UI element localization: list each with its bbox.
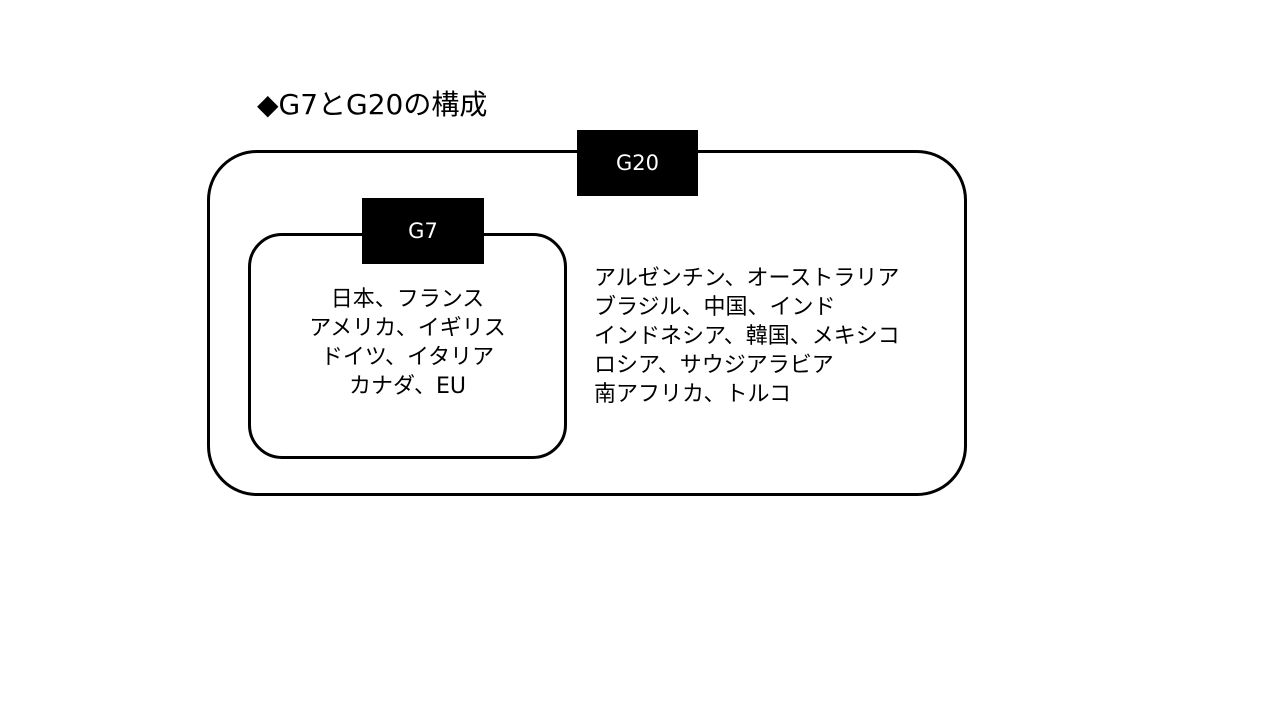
g20-member-line: ブラジル、中国、インド bbox=[594, 295, 836, 320]
g7-member-line: 日本、フランス bbox=[330, 287, 485, 312]
g7-member-line: カナダ、EU bbox=[349, 374, 466, 399]
g7-member-list: 日本、フランス アメリカ、イギリス ドイツ、イタリア カナダ、EU bbox=[250, 285, 565, 401]
g20-member-list: アルゼンチン、オーストラリア ブラジル、中国、インド インドネシア、韓国、メキシ… bbox=[594, 264, 954, 409]
g20-member-line: アルゼンチン、オーストラリア bbox=[594, 266, 900, 291]
g20-label: G20 bbox=[577, 130, 698, 196]
slide-title: ◆G7とG20の構成 bbox=[257, 88, 488, 121]
g20-member-line: インドネシア、韓国、メキシコ bbox=[594, 324, 900, 349]
g20-member-line: ロシア、サウジアラビア bbox=[594, 353, 834, 378]
g7-member-line: ドイツ、イタリア bbox=[320, 345, 495, 370]
g7-member-line: アメリカ、イギリス bbox=[309, 316, 506, 341]
g7-label: G7 bbox=[362, 198, 484, 264]
g20-member-line: 南アフリカ、トルコ bbox=[594, 382, 792, 407]
